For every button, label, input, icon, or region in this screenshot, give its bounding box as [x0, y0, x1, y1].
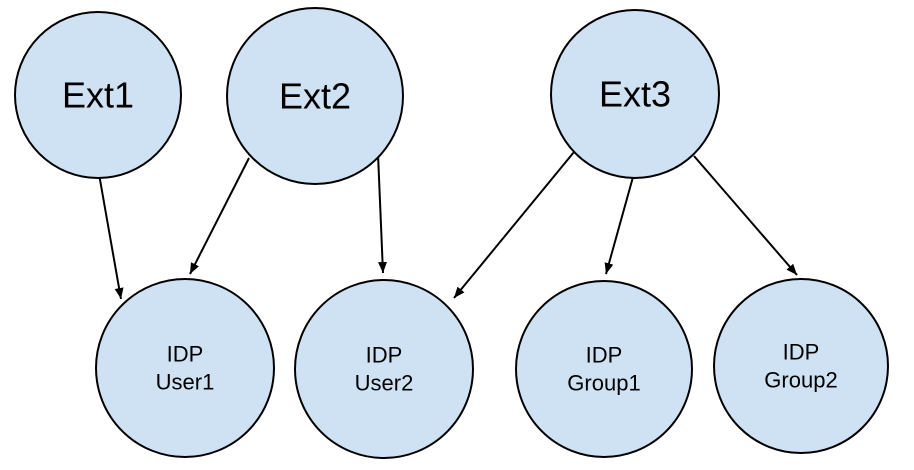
- node-idp-user1: IDP User1: [95, 278, 275, 458]
- node-ext3: Ext3: [550, 9, 720, 179]
- node-label-line: Group2: [764, 368, 837, 393]
- arrow-ext3-to-idp-user2: [453, 151, 575, 299]
- node-label-line: User1: [156, 370, 215, 395]
- arrow-ext2-to-idp-user1: [189, 157, 250, 275]
- node-label-idp-user1: IDP User1: [156, 342, 215, 395]
- node-ext1: Ext1: [14, 11, 182, 179]
- node-label-ext2: Ext2: [279, 76, 351, 117]
- node-label-idp-group2: IDP Group2: [764, 340, 837, 393]
- node-label-line: IDP: [783, 340, 820, 365]
- node-label-line: IDP: [586, 343, 623, 368]
- node-label-idp-user2: IDP User2: [355, 343, 414, 396]
- node-label-line: Group1: [567, 371, 640, 396]
- node-circle-ext3: [550, 9, 720, 179]
- node-label-line: IDP: [366, 343, 403, 368]
- node-label-line: Ext1: [62, 75, 134, 116]
- node-circle-ext1: [14, 11, 182, 179]
- node-label-line: Ext2: [279, 76, 351, 117]
- node-idp-user2: IDP User2: [294, 279, 474, 459]
- node-idp-group1: IDP Group1: [515, 280, 693, 458]
- node-label-ext3: Ext3: [599, 74, 671, 115]
- node-label-line: IDP: [167, 342, 204, 367]
- arrow-ext2-to-idp-user2: [377, 153, 388, 274]
- node-circle-idp-group2: [713, 278, 889, 454]
- node-circle-ext2: [226, 7, 404, 185]
- node-label-line: Ext3: [599, 74, 671, 115]
- node-circle-idp-user2: [294, 279, 474, 459]
- node-circle-idp-group1: [515, 280, 693, 458]
- arrow-ext3-to-idp-group1: [604, 176, 634, 275]
- node-label-line: User2: [355, 371, 414, 396]
- node-label-ext1: Ext1: [62, 75, 134, 116]
- node-ext2: Ext2: [226, 7, 404, 185]
- arrow-ext3-to-idp-group2: [693, 155, 798, 276]
- node-idp-group2: IDP Group2: [713, 278, 889, 454]
- node-circle-idp-user1: [95, 278, 275, 458]
- node-label-idp-group1: IDP Group1: [567, 343, 640, 396]
- arrow-ext1-to-idp-user1: [98, 173, 124, 300]
